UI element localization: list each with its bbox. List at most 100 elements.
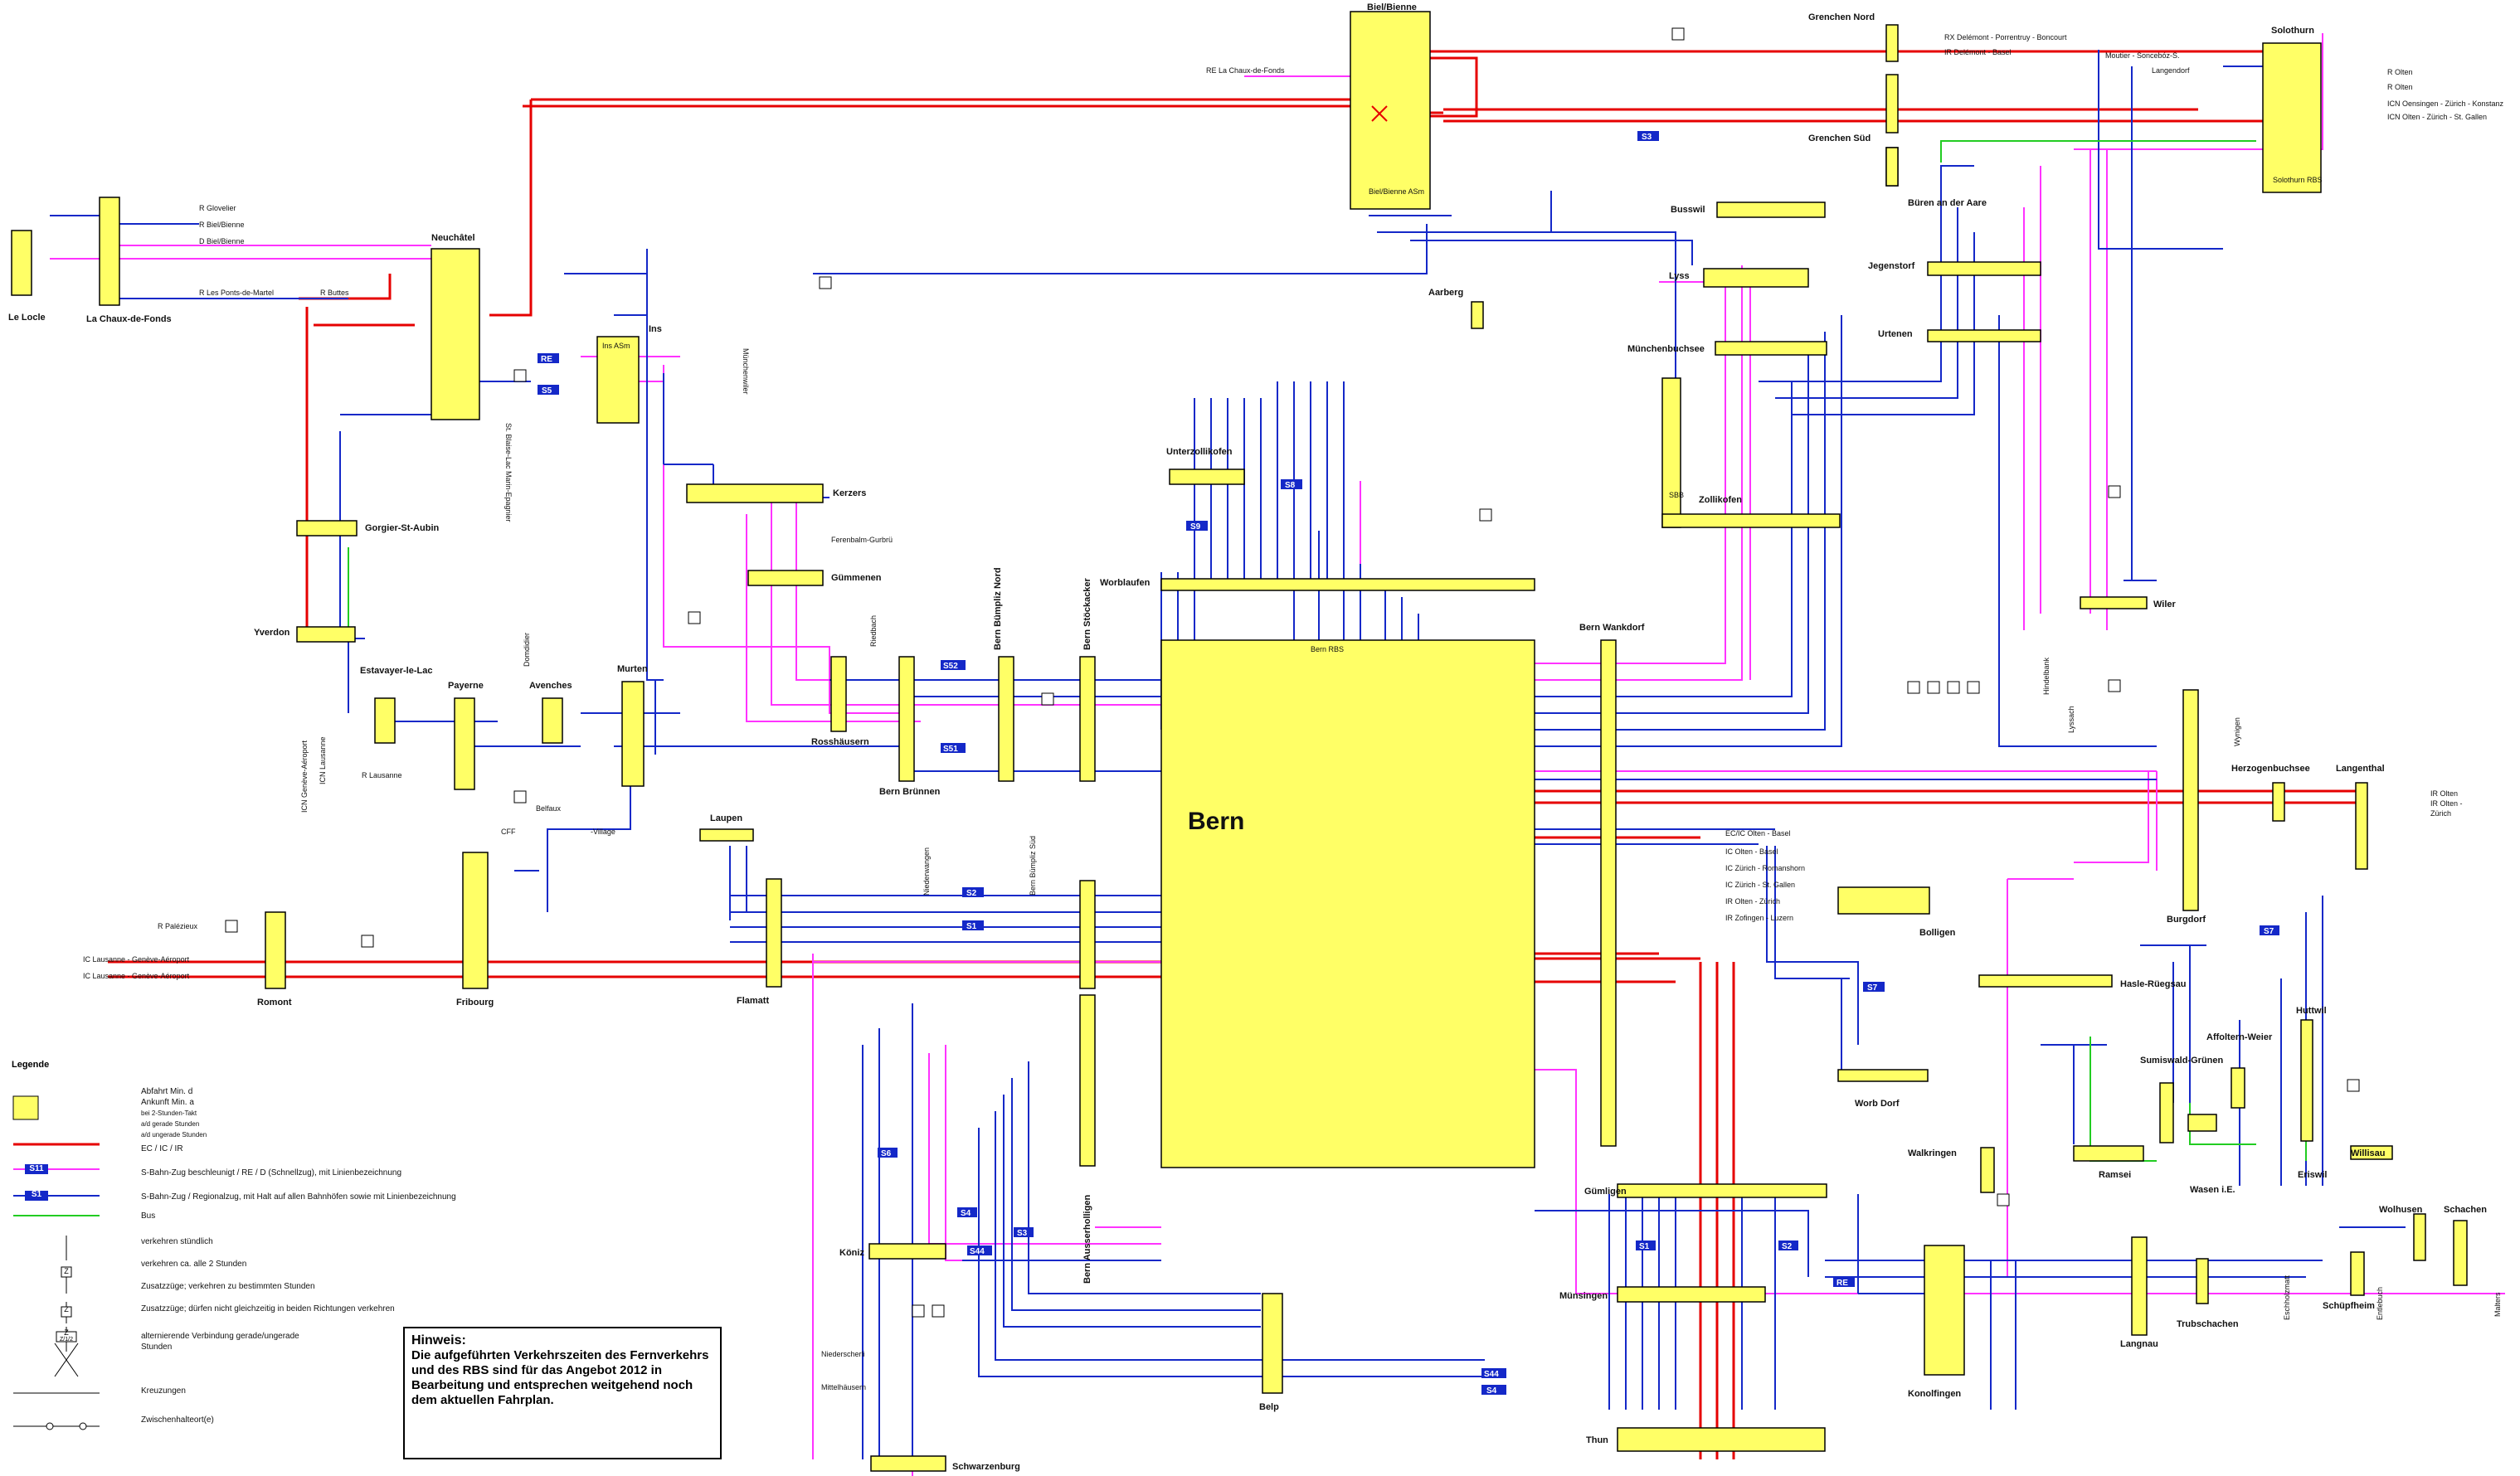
- biel-crossing-marker: [1371, 105, 1388, 122]
- station-neuchatel[interactable]: [431, 248, 480, 420]
- small-hindelbank: Hindelbank: [2042, 657, 2051, 695]
- station-la-chaux-de-fonds[interactable]: [99, 197, 120, 306]
- station-kerzers[interactable]: [686, 483, 824, 503]
- station-schuepfheim[interactable]: [2350, 1251, 2365, 1296]
- station-burgdorf[interactable]: [2182, 689, 2199, 911]
- svg-text:S44: S44: [1484, 1370, 1499, 1379]
- station-yverdon[interactable]: [296, 626, 356, 643]
- station-bern-ausserholligen[interactable]: [1079, 994, 1096, 1167]
- label-wasen: Wasen i.E.: [2190, 1185, 2235, 1195]
- station-muenchenbuchsee[interactable]: [1715, 341, 1827, 356]
- dest-icn-olten-zurich: ICN Olten - Zürich - St. Gallen: [2387, 113, 2487, 121]
- small-niederscherli: Niederscherli: [821, 1350, 865, 1358]
- station-belp[interactable]: [1262, 1293, 1283, 1394]
- label-burgdorf: Burgdorf: [2167, 915, 2206, 925]
- badge-s9: S9: [1186, 521, 1208, 532]
- station-murten[interactable]: [621, 681, 645, 787]
- station-estavayer[interactable]: [374, 697, 396, 744]
- station-langnau[interactable]: [2131, 1236, 2148, 1336]
- station-hasle[interactable]: [1978, 974, 2113, 988]
- badge-s4-belp-2: S4: [1481, 1385, 1506, 1396]
- svg-text:S3: S3: [1017, 1229, 1028, 1238]
- station-jegenstorf[interactable]: [1927, 261, 2041, 276]
- station-gorgier[interactable]: [296, 520, 358, 537]
- station-koeniz[interactable]: [868, 1243, 946, 1260]
- station-thun[interactable]: [1617, 1427, 1826, 1452]
- station-aarberg[interactable]: [1471, 301, 1484, 329]
- station-le-locle[interactable]: [11, 230, 32, 296]
- label-kerzers: Kerzers: [833, 488, 866, 498]
- small-niederwangen: Niederwangen: [922, 847, 931, 896]
- label-estavayer: Estavayer-le-Lac: [360, 666, 432, 676]
- station-sumiswald[interactable]: [2159, 1082, 2174, 1143]
- label-bern-bumpliz-nord: Bern Bümpliz Nord: [993, 567, 1003, 650]
- station-payerne[interactable]: [454, 697, 475, 790]
- station-bern-ausserholligen-top[interactable]: [1079, 880, 1096, 989]
- station-zollikofen[interactable]: [1661, 377, 1681, 528]
- station-muensingen[interactable]: [1617, 1286, 1766, 1303]
- label-murten: Murten: [617, 664, 648, 674]
- station-laupen[interactable]: [699, 828, 754, 842]
- dest-r-buttes: R Buttes: [320, 289, 349, 297]
- svg-text:S7: S7: [2264, 927, 2274, 936]
- legend-z-1: Z: [64, 1267, 69, 1275]
- station-wiler[interactable]: [2080, 596, 2148, 609]
- station-worb-dorf[interactable]: [1837, 1069, 1929, 1082]
- station-unterzollikofen[interactable]: [1169, 469, 1245, 485]
- station-schachen[interactable]: [2453, 1220, 2468, 1286]
- label-yverdon: Yverdon: [254, 628, 290, 638]
- svg-text:S52: S52: [943, 662, 958, 671]
- station-urtenen[interactable]: [1927, 329, 2041, 342]
- small-ferenbalm: Ferenbalm-Gurbrü: [831, 536, 893, 544]
- station-bern-stoeckacker[interactable]: [1079, 656, 1096, 782]
- small-muenchenwiler: Münchenwiler: [742, 348, 750, 395]
- station-avenches[interactable]: [542, 697, 563, 744]
- station-grenchen-nord[interactable]: [1885, 24, 1899, 62]
- station-walkringen[interactable]: [1980, 1147, 1995, 1193]
- station-wolhusen[interactable]: [2413, 1213, 2426, 1261]
- station-ramsei[interactable]: [2073, 1145, 2144, 1162]
- station-willisau[interactable]: [2350, 1145, 2393, 1160]
- station-trubschachen[interactable]: [2196, 1258, 2209, 1304]
- station-schwarzenburg[interactable]: [870, 1455, 946, 1472]
- station-langenthal[interactable]: [2355, 782, 2368, 870]
- station-worblaufen[interactable]: [1160, 578, 1535, 591]
- station-bern[interactable]: [1160, 639, 1535, 1168]
- dest-icn-lausanne: ICN Lausanne: [319, 736, 327, 784]
- dest-ec-ic-olten-basel: EC/IC Olten - Basel: [1725, 829, 1791, 838]
- station-solothurn[interactable]: [2262, 42, 2322, 193]
- station-herzogenbuchsee[interactable]: [2272, 782, 2285, 822]
- dest-re-la-chaux-de-fonds: RE La Chaux-de-Fonds: [1206, 66, 1285, 75]
- station-biel[interactable]: [1350, 11, 1431, 210]
- station-huttwil[interactable]: [2300, 1019, 2313, 1142]
- station-bern-wankdorf[interactable]: [1600, 639, 1617, 1147]
- station-ins[interactable]: [596, 336, 640, 424]
- station-wasen[interactable]: [2187, 1114, 2217, 1132]
- dest-icn-geneve: ICN Genève-Aéroport: [300, 740, 309, 813]
- station-guemmenen[interactable]: [747, 570, 824, 586]
- station-busswil[interactable]: [1716, 201, 1826, 218]
- label-wolhusen: Wolhusen: [2379, 1205, 2423, 1215]
- label-langenthal: Langenthal: [2336, 764, 2385, 774]
- station-rosshaeusern[interactable]: [830, 656, 847, 732]
- station-fribourg[interactable]: [462, 852, 489, 989]
- station-affoltern[interactable]: [2231, 1067, 2245, 1109]
- small-lyssach: Lyssach: [2067, 706, 2075, 733]
- station-zollikofen-bar[interactable]: [1661, 513, 1841, 528]
- station-grenchen-nord-2[interactable]: [1885, 74, 1899, 134]
- station-flamatt[interactable]: [766, 878, 782, 988]
- dest-zurich: Zürich: [2430, 809, 2451, 818]
- station-bolligen[interactable]: [1837, 886, 1930, 915]
- label-flamatt: Flamatt: [737, 996, 769, 1006]
- station-guemligen[interactable]: [1617, 1183, 1827, 1198]
- station-konolfingen[interactable]: [1924, 1245, 1965, 1376]
- dest-rx-delemont: RX Delémont - Porrentruy - Boncourt: [1944, 33, 2067, 41]
- station-romont[interactable]: [265, 911, 286, 989]
- dest-ic-lausanne-2: IC Lausanne - Genève-Aéroport: [83, 972, 190, 980]
- station-lyss[interactable]: [1703, 268, 1809, 288]
- station-bern-bumpliz-nord[interactable]: [998, 656, 1014, 782]
- station-bueren[interactable]: [1885, 147, 1899, 187]
- station-bern-bruennen[interactable]: [898, 656, 915, 782]
- label-ins-asm: Ins ASm: [602, 342, 630, 350]
